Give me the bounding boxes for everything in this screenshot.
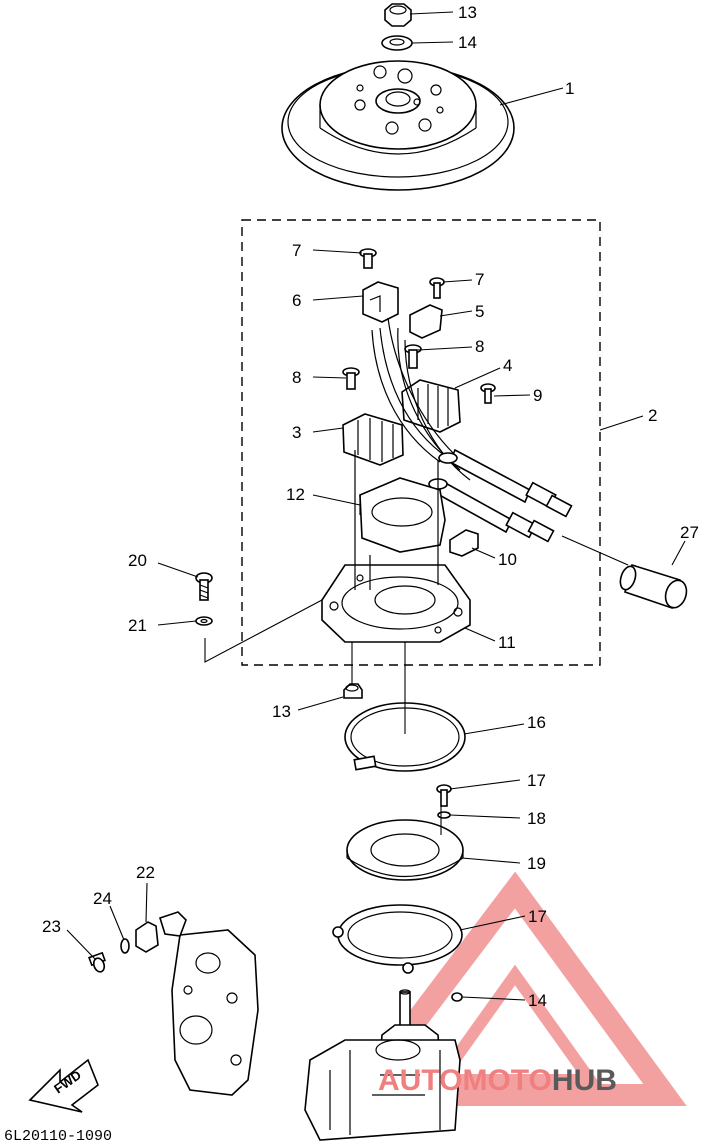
label-6: 6 — [292, 291, 301, 310]
washer-26 — [120, 938, 130, 954]
cap-27 — [619, 563, 688, 610]
watermark-logo — [337, 871, 687, 1106]
label-23: 21 — [128, 616, 147, 635]
label-8-right: 8 — [475, 337, 484, 356]
pin-14 — [451, 992, 463, 1002]
gasket-17 — [332, 904, 463, 974]
label-22: 20 — [128, 551, 147, 570]
assembly-box-2 — [241, 219, 601, 666]
screw-7-upper — [359, 248, 377, 269]
label-7-lower: 7 — [475, 270, 484, 289]
coil-4 — [401, 379, 461, 433]
label-17: 17 — [528, 907, 547, 926]
plate-21 — [346, 819, 464, 881]
watermark-hub: HUB — [552, 1064, 617, 1097]
leader-lines — [66, 11, 686, 1001]
bolt-25 — [88, 951, 106, 973]
label-21: 19 — [527, 854, 546, 873]
label-2: 2 — [648, 406, 657, 425]
label-5: 5 — [475, 302, 484, 321]
label-7-upper: 7 — [292, 241, 301, 260]
band-ring-18 — [344, 702, 466, 772]
fwd-arrow: FWD — [28, 1058, 99, 1113]
screw-8-right — [404, 344, 422, 369]
label-13: 13 — [272, 702, 291, 721]
bracket-24 — [135, 921, 159, 953]
label-10: 10 — [498, 550, 517, 569]
screw-8-left — [342, 367, 360, 390]
label-4: 4 — [503, 356, 512, 375]
bracket-6 — [362, 281, 399, 323]
screw-19 — [436, 784, 452, 807]
label-3: 3 — [292, 423, 301, 442]
label-27: 27 — [680, 523, 699, 542]
bracket-5 — [409, 304, 443, 339]
screw-9 — [480, 383, 496, 404]
washer-23 — [195, 616, 213, 626]
label-15: 13 — [458, 3, 477, 22]
label-12: 12 — [286, 485, 305, 504]
flywheel-1 — [281, 60, 515, 191]
washer-20 — [437, 811, 451, 819]
label-18: 16 — [527, 713, 546, 732]
part-number-labels: 13 14 1 7 7 6 5 8 8 4 9 2 3 12 10 27 20 … — [42, 3, 699, 1010]
pulser-base-12 — [359, 477, 446, 553]
label-24: 22 — [136, 863, 155, 882]
label-16: 14 — [458, 33, 477, 52]
screw-22 — [195, 572, 213, 601]
label-25: 23 — [42, 917, 61, 936]
label-20: 18 — [527, 809, 546, 828]
label-9: 9 — [533, 386, 542, 405]
screw-13 — [343, 683, 363, 699]
screw-7-lower — [429, 277, 445, 299]
clamp-10 — [449, 529, 479, 557]
label-26: 24 — [93, 889, 112, 908]
label-14: 14 — [528, 991, 547, 1010]
diagram-code: 6L20110-1090 — [4, 1128, 112, 1144]
side-plate-bracket — [159, 911, 259, 1096]
stator-plate-11 — [321, 450, 471, 643]
coil-3 — [342, 413, 404, 466]
watermark-auto: AUTO — [378, 1064, 462, 1097]
watermark-text: AUTOMOTOHUB — [378, 1064, 617, 1097]
label-11: 11 — [498, 633, 516, 652]
watermark-moto: MOTO — [462, 1064, 551, 1097]
label-1: 1 — [565, 79, 574, 98]
crankcase-housing — [304, 989, 461, 1141]
nut-15 — [384, 3, 412, 27]
wire-harness — [371, 317, 573, 543]
label-8-left: 8 — [292, 368, 301, 387]
washer-16 — [381, 35, 413, 51]
label-19: 17 — [527, 771, 546, 790]
